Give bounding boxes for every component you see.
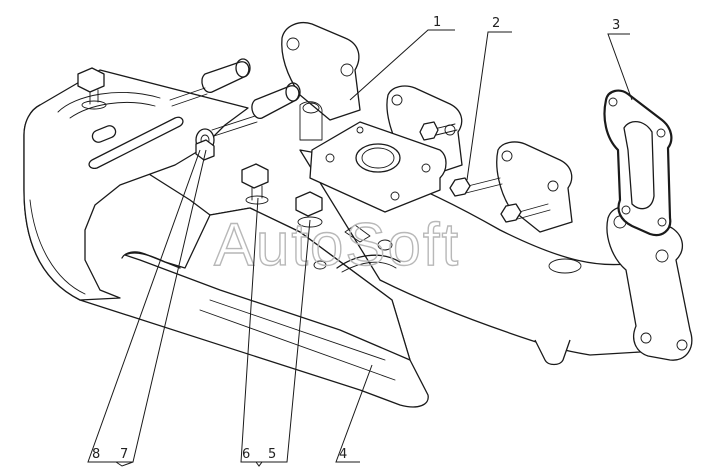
- callout-8: 8: [92, 447, 100, 462]
- callout-1: 1: [433, 15, 441, 30]
- flange-bolts: [419, 121, 551, 223]
- callout-2: 2: [492, 16, 500, 31]
- mounting-studs-and-nuts: [77, 58, 323, 228]
- callout-4: 4: [339, 447, 347, 462]
- leader-lines: [87, 29, 633, 467]
- outlet-gasket: [603, 89, 673, 237]
- callout-5: 5: [268, 447, 276, 462]
- callout-labels: 1 2 3 4 5 6 7 8: [92, 15, 620, 462]
- watermark: AutoSoft: [214, 211, 460, 278]
- callout-7: 7: [120, 447, 128, 462]
- heat-shield: [23, 69, 429, 408]
- callout-6: 6: [242, 447, 250, 462]
- callout-3: 3: [612, 18, 620, 33]
